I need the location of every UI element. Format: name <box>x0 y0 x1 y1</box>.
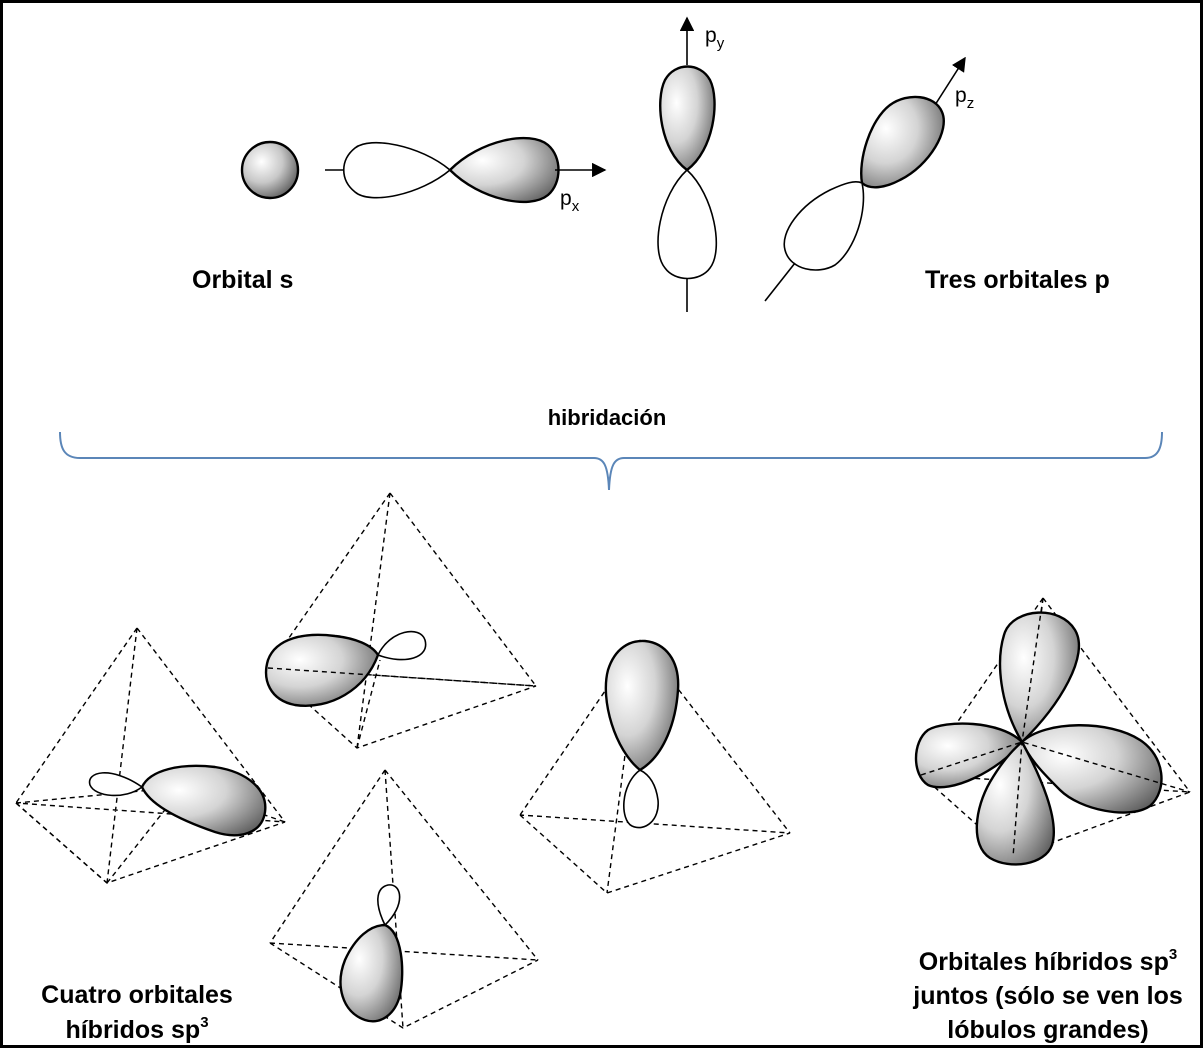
tetrahedron-left <box>15 627 286 884</box>
py-bottom-lobe <box>657 168 718 280</box>
combined-bottom-lobe <box>975 740 1055 866</box>
tetrahedron-bottom <box>269 769 539 1029</box>
tetrahedron-top <box>264 492 537 749</box>
sp3-big-lobe-2 <box>264 633 380 707</box>
pz-label: pz <box>955 84 974 112</box>
hybridization-brace <box>59 431 1163 491</box>
juntos-line2: juntos (sólo se ven los <box>912 982 1183 1010</box>
sp3-small-lobe-3 <box>377 884 401 927</box>
pz-upper-lobe <box>860 95 945 189</box>
orbital-s-label: Orbital s <box>192 266 293 294</box>
juntos-line1: Orbitales híbridos sp3 <box>919 946 1177 976</box>
combined-left-lobe <box>914 722 1024 789</box>
sp3-small-lobe-1 <box>88 772 144 797</box>
sp3-small-lobe-2 <box>376 630 427 661</box>
tetrahedron-right <box>519 639 791 894</box>
combined-sp3-orbitals <box>914 597 1191 866</box>
py-top-lobe <box>659 65 716 172</box>
py-orbital: py <box>657 16 725 312</box>
combined-top-lobe <box>998 611 1081 744</box>
tres-orbitales-p-label: Tres orbitales p <box>925 266 1110 294</box>
s-orbital-sphere <box>240 140 300 200</box>
juntos-line3: lóbulos grandes) <box>947 1016 1148 1044</box>
px-front-lobe <box>448 137 560 203</box>
cuatro-orbitales-line1: Cuatro orbitales <box>41 981 233 1009</box>
sp3-big-lobe-3 <box>339 923 404 1023</box>
cuatro-orbitales-line2: híbridos sp3 <box>65 1014 208 1044</box>
py-label: py <box>705 24 725 52</box>
pz-orbital: pz <box>764 56 974 302</box>
sp3-big-lobe-4 <box>604 639 680 772</box>
pz-axis-arrow <box>934 56 966 106</box>
px-orbital: px <box>325 137 607 215</box>
hibridacion-label: hibridación <box>548 405 667 430</box>
sp3-small-lobe-4 <box>623 769 659 829</box>
px-label: px <box>560 187 580 215</box>
combined-right-lobe <box>1020 724 1163 814</box>
sp3-big-lobe-1 <box>140 764 267 837</box>
px-back-lobe <box>342 141 452 199</box>
pz-lower-lobe <box>783 181 865 271</box>
pz-axis-bottom <box>764 262 796 302</box>
